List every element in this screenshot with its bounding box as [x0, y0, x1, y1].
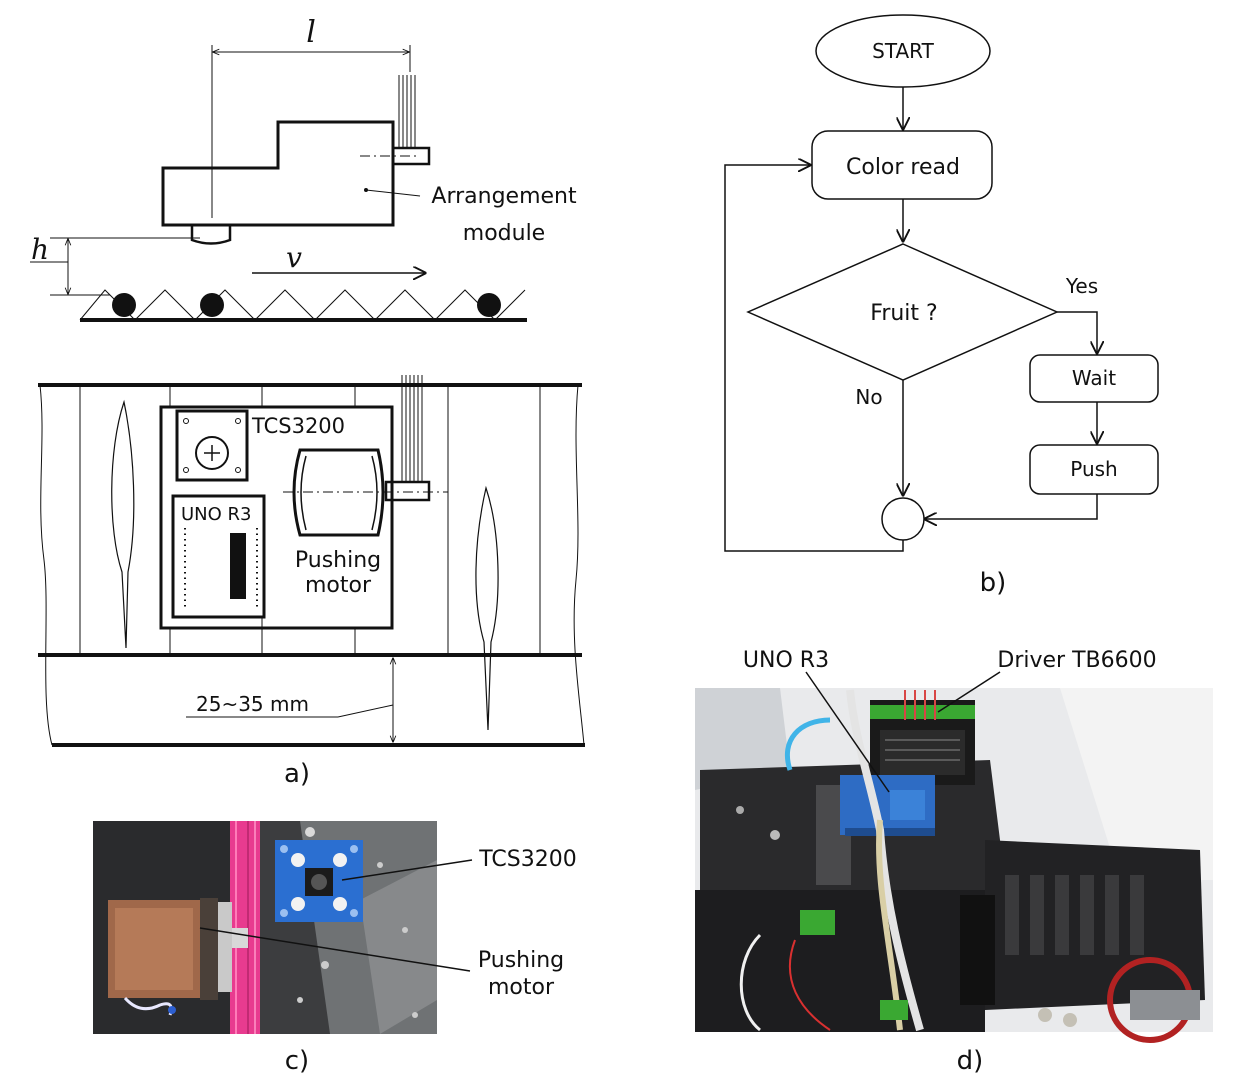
photo-c-motor-label-line2: motor — [488, 975, 555, 1000]
photo-c-motor-leader — [199, 927, 471, 972]
module-label-line1: Arrangement — [431, 184, 577, 209]
sensor-head-side — [190, 225, 232, 245]
flow-push-node — [1029, 444, 1159, 495]
uno-board-drawing — [171, 494, 266, 619]
pusher-shaft-top — [384, 480, 431, 502]
flow-start-label: START — [872, 39, 934, 63]
fruit-3 — [477, 293, 501, 317]
caption-d: d) — [957, 1046, 984, 1076]
arrangement-module-body — [161, 120, 395, 227]
flow-decision-label: Fruit ? — [870, 301, 937, 326]
flow-arrow-push-join — [925, 494, 1098, 519]
conveyor-zigzag — [79, 289, 526, 321]
fruit-2 — [200, 293, 224, 317]
photo-d-uno-label: UNO R3 — [743, 648, 829, 673]
flow-no-label: No — [855, 385, 882, 409]
flow-wait-node — [1029, 354, 1159, 403]
width-label-leader — [337, 704, 394, 718]
caption-b: b) — [980, 568, 1007, 598]
photo-c-sensor-label: TCS3200 — [478, 847, 576, 872]
speed-label: v — [286, 241, 302, 274]
photo-c-sensor-leader — [341, 859, 473, 881]
panel-c-photo — [93, 821, 473, 1034]
flow-arrow-loop — [724, 165, 904, 552]
photo-c-motor-label-line1: Pushing — [478, 948, 564, 973]
module-leader-dot — [364, 188, 368, 192]
flow-color-read-node — [811, 130, 993, 200]
uno-label-drawing: UNO R3 — [181, 504, 252, 525]
module-label-line2: module — [463, 221, 545, 246]
belt-right-break — [573, 384, 585, 746]
panel-a-side-view — [30, 45, 527, 322]
dim-l-label: l — [306, 15, 316, 50]
caption-c: c) — [285, 1046, 309, 1076]
motor-label-drawing-line1: Pushing — [295, 548, 381, 573]
module-plate-top — [159, 405, 394, 630]
leaf-right — [475, 485, 499, 731]
flow-push-label: Push — [1070, 457, 1117, 481]
photo-d-uno-leader — [805, 671, 890, 793]
flow-yes-label: Yes — [1065, 274, 1098, 298]
tcs3200-board-drawing — [175, 409, 249, 482]
flow-wait-label: Wait — [1072, 366, 1116, 390]
caption-a: a) — [284, 759, 310, 789]
pusher-shaft-side — [391, 146, 431, 166]
flow-join-node — [881, 497, 925, 541]
fruit-1 — [112, 293, 136, 317]
belt-left-break — [39, 384, 53, 746]
pushing-motor-drawing — [292, 448, 385, 537]
tcs3200-lens — [195, 436, 229, 470]
wires-top — [401, 375, 423, 482]
leaf-left — [111, 399, 135, 649]
uno-chip — [230, 533, 246, 599]
flow-arrow-yes — [1057, 311, 1097, 353]
width-label: 25~35 mm — [196, 692, 309, 716]
motor-label-drawing-line2: motor — [305, 573, 372, 598]
dim-h-label: h — [31, 233, 49, 266]
module-leader-line — [365, 189, 421, 197]
panel-d-photo — [695, 671, 1213, 1043]
photo-d-driver-label: Driver TB6600 — [997, 648, 1156, 673]
flow-color-read-label: Color read — [846, 155, 960, 180]
belt-slats — [79, 385, 541, 655]
wires-side — [398, 75, 416, 148]
panel-b-flowchart — [724, 14, 1159, 552]
tcs3200-label-drawing: TCS3200 — [251, 414, 345, 438]
panel-a-top-view — [38, 375, 585, 747]
photo-d-driver-leader — [937, 671, 1001, 713]
